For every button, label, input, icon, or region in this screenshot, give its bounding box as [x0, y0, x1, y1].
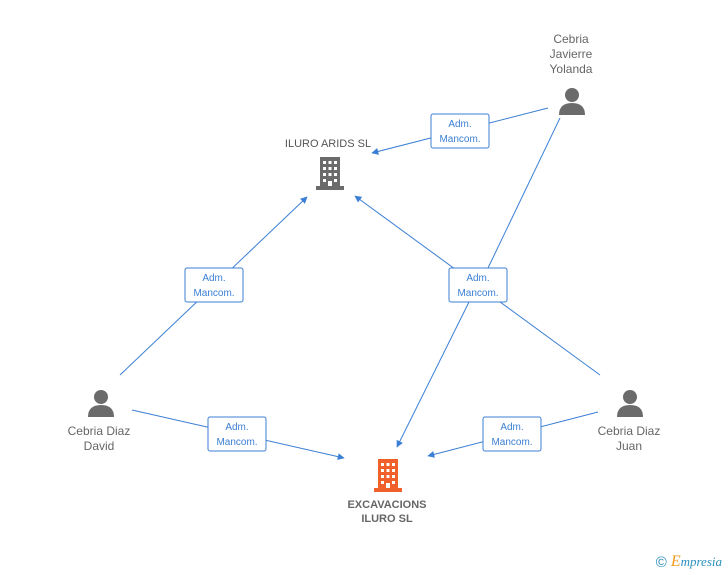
person-label-line: Cebria Diaz: [68, 424, 131, 438]
brand-name: mpresia: [680, 554, 722, 569]
copyright-symbol: ©: [655, 553, 667, 571]
edge-label-line: Adm.: [448, 119, 471, 130]
edge-label-line: Adm.: [466, 273, 489, 284]
edge-label-line: Mancom.: [193, 288, 234, 299]
company-label-line: EXCAVACIONS: [347, 499, 426, 511]
edge-label-david-excavacions: Adm. Mancom.: [207, 416, 267, 452]
person-node-juan[interactable]: Cebria Diaz Juan: [598, 390, 661, 453]
person-node-david[interactable]: Cebria Diaz David: [68, 390, 131, 453]
edge-label-line: Mancom.: [491, 437, 532, 448]
building-icon: [316, 157, 344, 190]
person-label-line: Yolanda: [550, 62, 593, 76]
brand-logo[interactable]: Empresia: [671, 553, 722, 571]
edge-label-line: Adm.: [202, 273, 225, 284]
footer-brand: © Empresia: [656, 553, 722, 571]
edge-label-line: Mancom.: [457, 288, 498, 299]
person-label-line: Cebria: [553, 32, 589, 46]
edge-label-david-arids: Adm. Mancom.: [184, 267, 244, 303]
person-label-line: David: [84, 439, 115, 453]
edge-label-line: Mancom.: [439, 134, 480, 145]
person-icon: [88, 390, 114, 417]
edge-label-line: Mancom.: [216, 437, 257, 448]
person-label-line: Juan: [616, 439, 642, 453]
brand-initial: E: [670, 553, 681, 570]
building-icon: [374, 459, 402, 492]
edge-juan-excavacions-via-center: [396, 299, 471, 448]
company-label-line: ILURO SL: [361, 513, 413, 525]
person-node-yolanda[interactable]: Cebria Javierre Yolanda: [550, 32, 593, 115]
edge-label-juan-excavacions: Adm. Mancom.: [482, 416, 542, 452]
company-label: ILURO ARIDS SL: [285, 138, 371, 150]
edge-label-center: Adm. Mancom.: [448, 267, 508, 303]
edge-label-yolanda-arids: Adm. Mancom.: [430, 113, 490, 149]
person-icon: [617, 390, 643, 417]
person-label-line: Cebria Diaz: [598, 424, 661, 438]
person-label-line: Javierre: [550, 47, 593, 61]
company-node-excavacions[interactable]: EXCAVACIONS ILURO SL: [347, 459, 427, 525]
company-node-iluro-arids[interactable]: ILURO ARIDS SL: [285, 138, 371, 190]
person-icon: [559, 88, 585, 115]
edge-label-line: Adm.: [225, 422, 248, 433]
edge-label-line: Adm.: [500, 422, 523, 433]
edge-yolanda-excavacions: [487, 117, 561, 269]
